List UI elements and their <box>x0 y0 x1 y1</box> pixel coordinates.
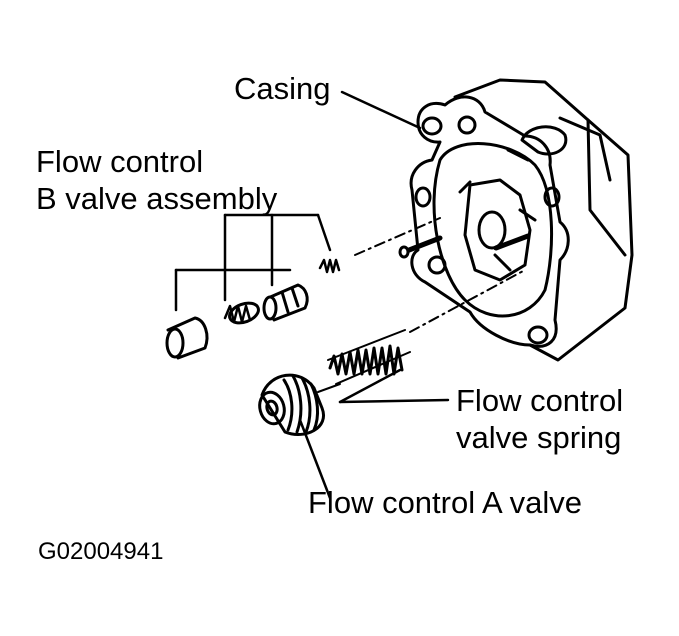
casing-leader <box>340 90 422 130</box>
flow-control-spring-label: Flow control valve spring <box>456 383 624 455</box>
flow-control-b-label: Flow control B valve assembly <box>36 144 278 216</box>
b-valve-bracket <box>174 213 332 312</box>
figure-code: G02004941 <box>38 538 164 565</box>
flow-control-spring <box>327 269 526 385</box>
spring-leader <box>338 368 402 404</box>
b-valve-parts <box>165 217 441 360</box>
leader-lines <box>298 90 450 500</box>
flow-control-a-label: Flow control A valve <box>308 485 582 520</box>
flow-control-a-valve <box>258 373 341 436</box>
casing-label: Casing <box>234 71 331 106</box>
casing-part <box>398 78 634 362</box>
